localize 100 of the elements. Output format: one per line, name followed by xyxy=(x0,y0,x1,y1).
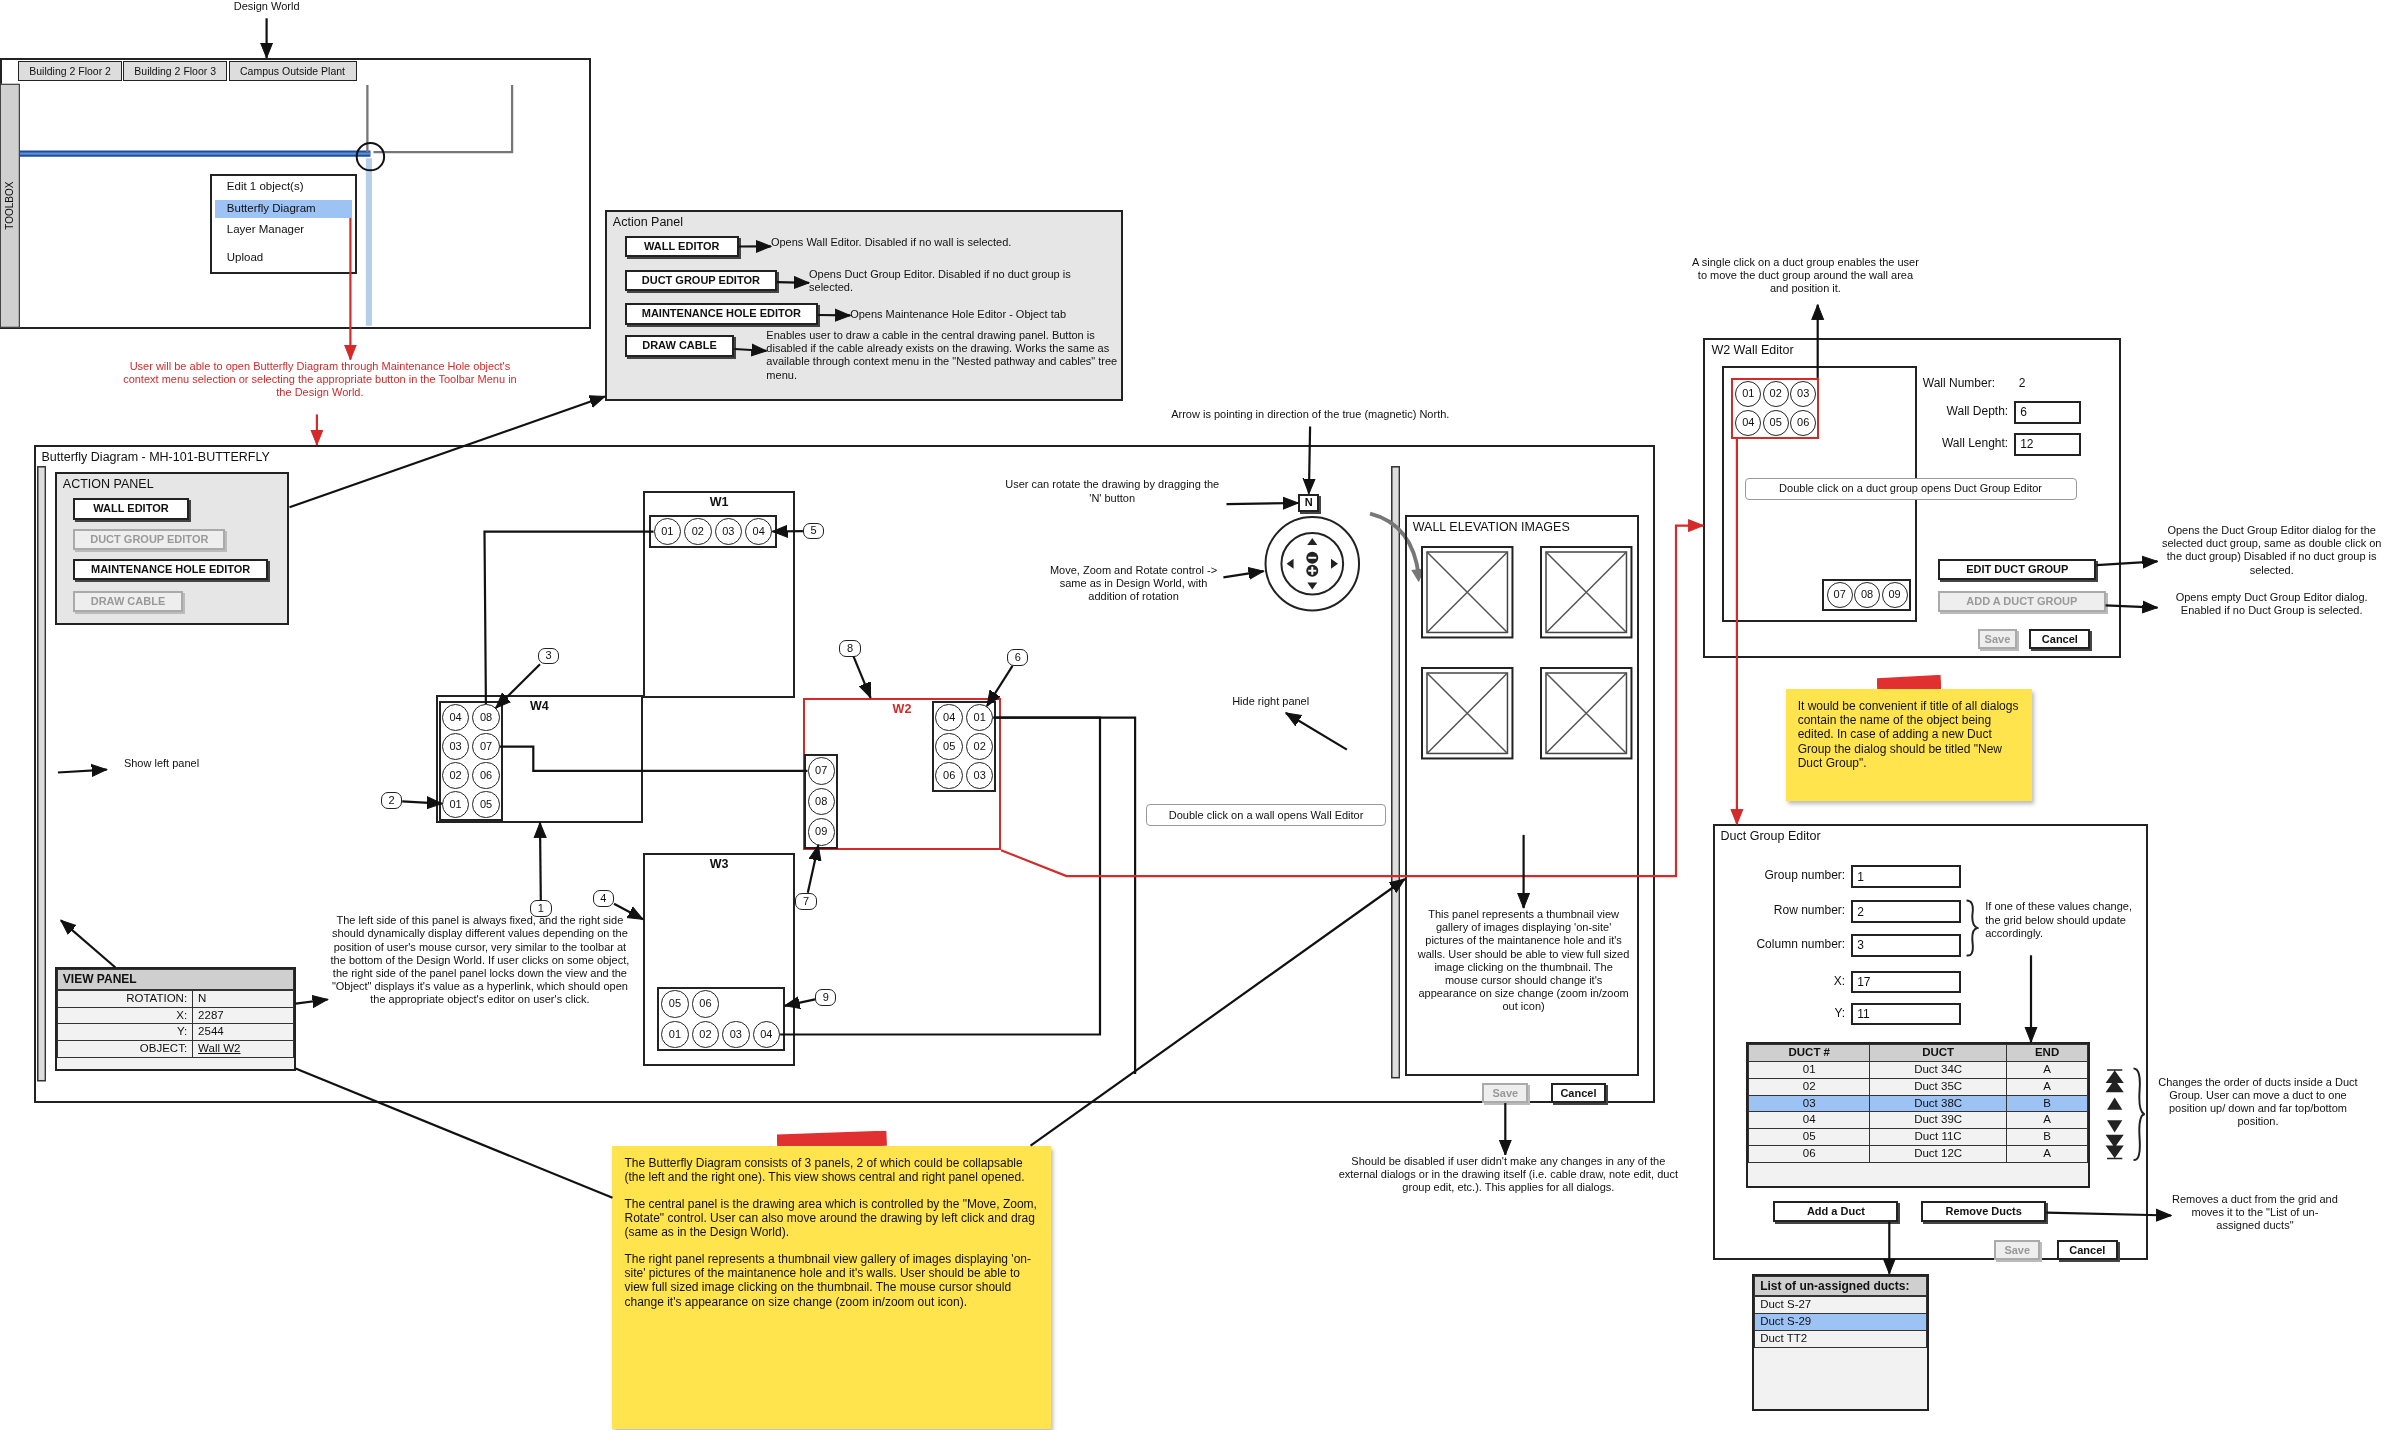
table-cell: 2287 xyxy=(192,1007,294,1024)
table-cell: ROTATION: xyxy=(57,990,193,1008)
arrow xyxy=(1302,426,1316,495)
button: Add a Duct xyxy=(1773,1200,1899,1222)
table-cell: B xyxy=(2006,1095,2088,1112)
duct-circle: 03 xyxy=(1790,380,1817,407)
table-cell: 05 xyxy=(1748,1128,1870,1146)
wall-outline xyxy=(642,853,796,1067)
hyperlink: Wall W2 xyxy=(192,1040,294,1058)
button: DUCT GROUP EDITOR xyxy=(624,269,777,291)
field-label: Wall Lenght: xyxy=(1940,435,2009,451)
duct-circle: 09 xyxy=(1881,582,1908,608)
connector-line xyxy=(499,745,808,772)
table-cell: N xyxy=(192,990,294,1008)
note-paragraph: The Butterfly Diagram consists of 3 panels, 2 of which could be collapsable (the left and the right one). This view shows central and right panel opened. xyxy=(624,1155,1026,1185)
list-item: Duct TT2 xyxy=(1754,1330,1927,1347)
duct-circle: 04 xyxy=(745,518,773,546)
button: Cancel xyxy=(1551,1083,1606,1104)
duct-circle: 05 xyxy=(472,790,500,819)
input-field: 6 xyxy=(2014,400,2082,424)
button: ADD A DUCT GROUP xyxy=(1938,591,2106,613)
column-header: DUCT xyxy=(1870,1044,2007,1062)
arrow xyxy=(1226,496,1299,510)
wall-outline xyxy=(435,694,643,823)
arrow xyxy=(2024,955,2038,1043)
duct-circle: 05 xyxy=(1762,409,1789,436)
arrow xyxy=(986,665,1014,707)
arrow xyxy=(806,844,822,894)
arrow xyxy=(289,395,606,509)
field-label: Row number: xyxy=(1772,903,1846,918)
input-field: 3 xyxy=(1851,933,1961,957)
duct-circle: 03 xyxy=(441,732,470,761)
callout-number: 4 xyxy=(592,889,614,907)
table-cell: 06 xyxy=(1748,1145,1870,1163)
annotation-text: Move, Zoom and Rotate control -> same as in Design World, with addition of rotation xyxy=(1043,563,1224,619)
duct-circle: 04 xyxy=(935,703,963,732)
duct-group xyxy=(1730,377,1820,439)
annotation-text: Design World xyxy=(213,0,320,19)
arrow xyxy=(260,18,274,59)
duct-group xyxy=(656,987,785,1052)
duct-group xyxy=(1822,578,1911,611)
table-cell: 2544 xyxy=(192,1023,294,1041)
arrow xyxy=(1285,712,1348,751)
duct-circle: 06 xyxy=(691,990,720,1018)
arrow xyxy=(343,217,357,361)
arrow xyxy=(818,308,851,322)
tab: Building 2 Floor 2 xyxy=(18,60,122,81)
annotation-text: Arrow is pointing in direction of the true (magnetic) North. xyxy=(1119,408,1501,427)
window-title: W2 Wall Editor xyxy=(1711,343,1794,359)
image-placeholder xyxy=(1538,545,1634,640)
duct-circle: 08 xyxy=(472,703,500,732)
field-label: Group number: xyxy=(1763,868,1846,883)
duct-circle: 02 xyxy=(691,1020,720,1049)
menu-item: Edit 1 object(s) xyxy=(214,178,352,197)
button: Cancel xyxy=(2056,1240,2118,1260)
callout-number: 6 xyxy=(1007,649,1029,666)
image-placeholder xyxy=(1420,545,1515,640)
annotation-text: User will be able to open Butterfly Diagram through Maintenance Hole object's context menu selection or selecting the appropriate button in the Toolbar Menu in the Design World. xyxy=(121,359,518,415)
annotation-text: Should be disabled if user didn't make any changes in any of the external dialogs or in the drawing itself (i.e. cable draw, note edit, duct group edit, etc.). This applies for all dialogs. xyxy=(1333,1154,1684,1216)
duct-circle: 06 xyxy=(472,761,500,790)
connector-line xyxy=(780,716,1102,1036)
window-title: Butterfly Diagram - MH-101-BUTTERFLY xyxy=(41,449,270,465)
tooltip: Double click on a wall opens Wall Editor xyxy=(1145,804,1387,826)
arrow xyxy=(1498,1103,1512,1156)
arrow xyxy=(613,902,644,921)
field-label: Wall Number: xyxy=(1922,376,1995,391)
field-label: Column number: xyxy=(1755,936,1846,952)
dialog-window xyxy=(1712,824,2149,1260)
duct-circle: 06 xyxy=(935,761,963,790)
table-cell: A xyxy=(2006,1061,2088,1079)
table-cell: Duct 12C xyxy=(1870,1145,2007,1163)
note-paragraph: The central panel is the drawing area which is controlled by the "Move, Zoom, Rotate" control. User can also move around the drawing by left click and drag (same as in the Design World). xyxy=(624,1196,1038,1240)
connector-line xyxy=(483,530,654,704)
table-cell: 02 xyxy=(1748,1078,1870,1095)
annotation-text: Opens Wall Editor. Disabled if no wall is selected. xyxy=(770,236,1114,255)
table-cell: Duct 35C xyxy=(1870,1078,2007,1095)
view-panel xyxy=(54,967,296,1072)
callout-number: 5 xyxy=(802,522,825,540)
duct-circle: 03 xyxy=(965,761,994,790)
column-header: END xyxy=(2006,1044,2088,1062)
callout-number: 1 xyxy=(530,900,552,918)
table-cell: OBJECT: xyxy=(57,1040,193,1058)
duct-circle: 01 xyxy=(1735,380,1762,407)
north-button: N xyxy=(1298,493,1320,512)
tab: Building 2 Floor 3 xyxy=(123,60,227,81)
table-cell: 01 xyxy=(1748,1061,1870,1079)
menu-item: Upload xyxy=(214,248,352,267)
arrow xyxy=(1000,519,1704,878)
input-field: 1 xyxy=(1851,865,1961,889)
input-field: 11 xyxy=(1851,1002,1961,1026)
callout-number: 3 xyxy=(537,647,560,665)
wall-outline xyxy=(642,490,796,698)
button: Save xyxy=(1977,629,2018,650)
toolbox-sidebar: TOOLBOX xyxy=(0,83,20,328)
button: DRAW CABLE xyxy=(624,335,735,357)
duct-circle: 06 xyxy=(1790,409,1817,436)
data-grid xyxy=(1746,1042,2091,1189)
duct-circle: 07 xyxy=(472,732,500,761)
image-placeholder xyxy=(1538,665,1634,761)
connector-line xyxy=(295,1067,613,1199)
